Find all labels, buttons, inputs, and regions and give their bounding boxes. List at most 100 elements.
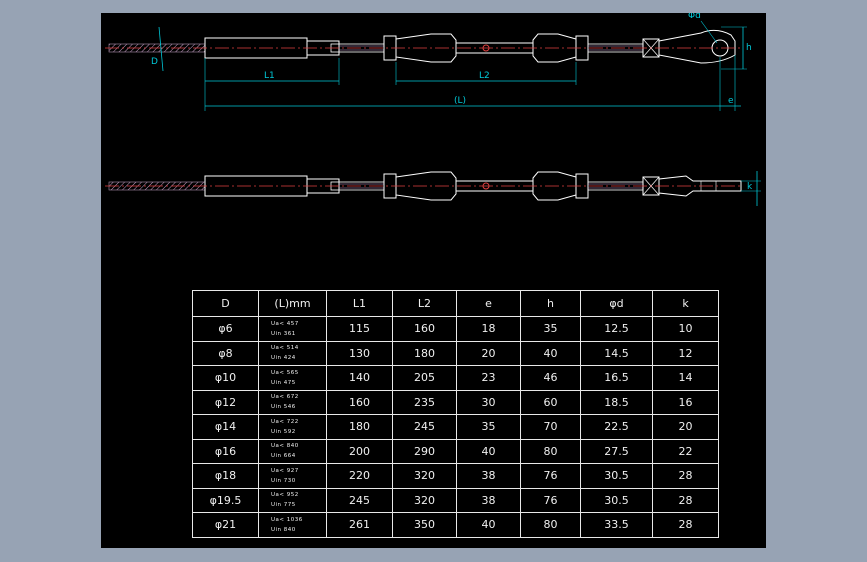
- col-header-k: k: [652, 290, 719, 317]
- col-header-h: h: [520, 290, 581, 317]
- cell-phi-d: 30.5: [580, 463, 653, 489]
- cell-L-max: Ua< 1036: [271, 516, 303, 523]
- cell-D: φ16: [192, 438, 259, 464]
- cell-e: 35: [456, 414, 521, 440]
- cell-h: 40: [520, 340, 581, 366]
- cell-L1: 180: [326, 414, 393, 440]
- cell-D: φ18: [192, 463, 259, 489]
- cell-h: 80: [520, 438, 581, 464]
- cell-L1: 261: [326, 512, 393, 538]
- cell-L-min: Uin 424: [271, 355, 296, 362]
- cell-L-max: Ua< 672: [271, 394, 299, 401]
- cell-L-min: Uin 775: [271, 502, 296, 509]
- cell-D: φ8: [192, 340, 259, 366]
- dim-phi-d-leader: [700, 20, 718, 44]
- cell-h: 60: [520, 389, 581, 415]
- cell-k: 28: [652, 512, 719, 538]
- dim-k-label: k: [747, 182, 753, 192]
- cell-e: 20: [456, 340, 521, 366]
- dim-L1-label: L1: [264, 71, 275, 81]
- cell-L2: 320: [392, 463, 457, 489]
- cell-e: 40: [456, 438, 521, 464]
- cell-L-max: Ua< 722: [271, 418, 299, 425]
- cell-k: 16: [652, 389, 719, 415]
- dim-e-label: e: [728, 96, 734, 106]
- cell-e: 30: [456, 389, 521, 415]
- cell-L-min: Uin 730: [271, 477, 296, 484]
- cell-L1: 220: [326, 463, 393, 489]
- cell-L-max: Ua< 565: [271, 369, 299, 376]
- cell-phi-d: 30.5: [580, 487, 653, 513]
- cell-phi-d: 12.5: [580, 316, 653, 342]
- cell-h: 46: [520, 365, 581, 391]
- cell-D: φ19.5: [192, 487, 259, 513]
- table-header-row: D (L)mm L1 L2 e h φd k: [192, 290, 719, 317]
- col-header-L1: L1: [326, 290, 393, 317]
- cell-L2: 235: [392, 389, 457, 415]
- cell-h: 80: [520, 512, 581, 538]
- dim-h-label: h: [746, 43, 752, 53]
- cell-L-min: Uin 546: [271, 404, 296, 411]
- turnbuckle-body-left: [395, 171, 457, 201]
- cell-D: φ6: [192, 316, 259, 342]
- turnbuckle-drawing: D L1 L2 (L) e h Φd: [105, 13, 761, 206]
- cell-L-max: Ua< 514: [271, 345, 299, 352]
- cell-D: φ14: [192, 414, 259, 440]
- cell-e: 38: [456, 463, 521, 489]
- cell-L2: 290: [392, 438, 457, 464]
- cell-phi-d: 14.5: [580, 340, 653, 366]
- cell-e: 38: [456, 487, 521, 513]
- cell-L-min: Uin 664: [271, 453, 296, 460]
- side-view: k: [105, 171, 761, 206]
- cell-L2: 160: [392, 316, 457, 342]
- cell-L2: 320: [392, 487, 457, 513]
- col-header-e: e: [456, 290, 521, 317]
- dim-D-line: [158, 26, 164, 72]
- cell-L1: 140: [326, 365, 393, 391]
- cell-k: 12: [652, 340, 719, 366]
- cell-h: 76: [520, 487, 581, 513]
- cell-L2: 205: [392, 365, 457, 391]
- cell-e: 40: [456, 512, 521, 538]
- col-header-phi-d: φd: [580, 290, 653, 317]
- top-view: D L1 L2 (L) e h Φd: [105, 13, 752, 111]
- dim-D-label: D: [151, 57, 158, 67]
- dim-phi-d-label: Φd: [688, 13, 701, 21]
- turnbuckle-body-left: [395, 33, 457, 63]
- cell-D: φ12: [192, 389, 259, 415]
- cell-L1: 130: [326, 340, 393, 366]
- cell-L-min: Uin 592: [271, 428, 296, 435]
- cell-h: 35: [520, 316, 581, 342]
- cell-k: 28: [652, 463, 719, 489]
- cell-L-max: Ua< 927: [271, 467, 299, 474]
- cell-h: 76: [520, 463, 581, 489]
- cell-L-max: Ua< 840: [271, 443, 299, 450]
- cell-phi-d: 27.5: [580, 438, 653, 464]
- cell-L2: 350: [392, 512, 457, 538]
- cell-L-min: Uin 475: [271, 379, 296, 386]
- col-header-L2: L2: [392, 290, 457, 317]
- cell-k: 20: [652, 414, 719, 440]
- cell-e: 23: [456, 365, 521, 391]
- cell-L2: 180: [392, 340, 457, 366]
- cell-phi-d: 22.5: [580, 414, 653, 440]
- cell-D: φ10: [192, 365, 259, 391]
- cell-phi-d: 18.5: [580, 389, 653, 415]
- cell-k: 22: [652, 438, 719, 464]
